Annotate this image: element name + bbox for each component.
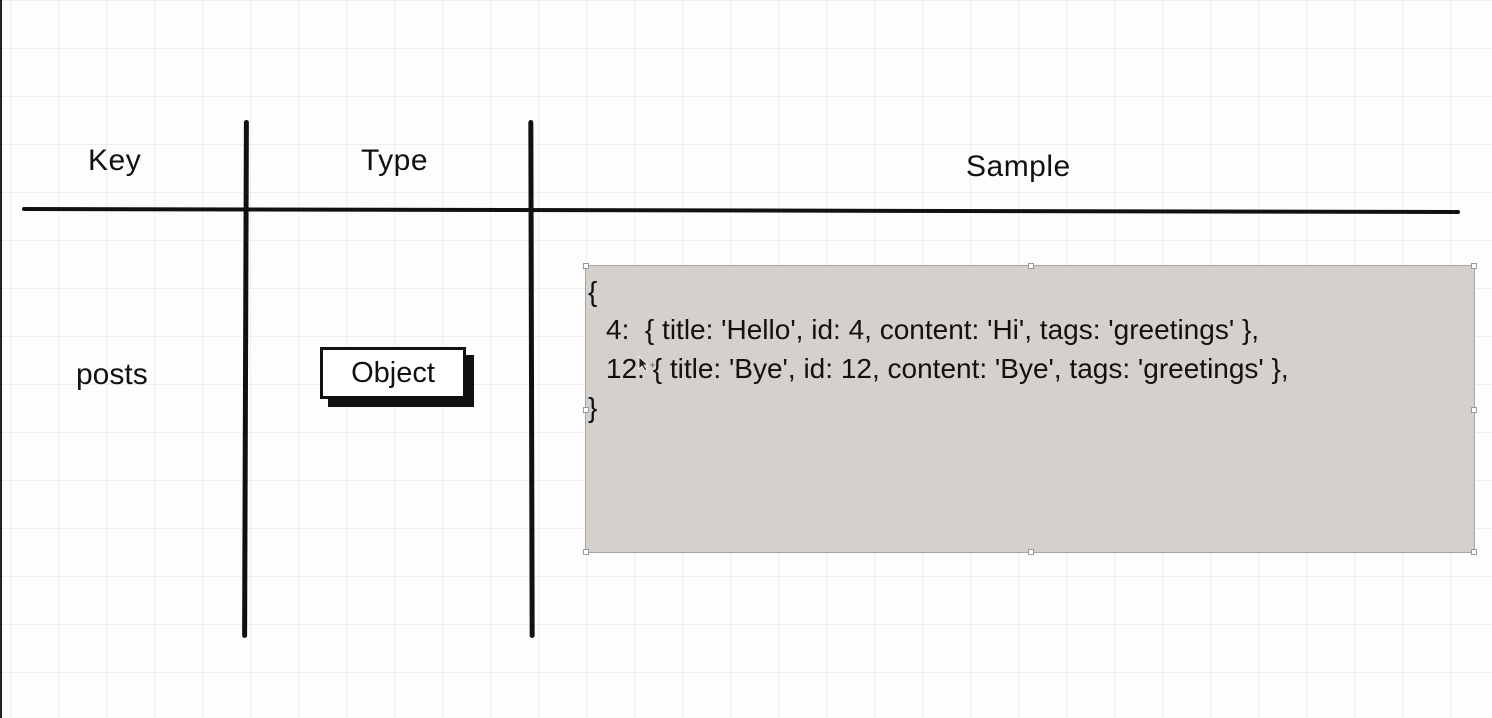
resize-handle-top-right[interactable] [1471, 263, 1477, 269]
header-divider-line[interactable] [21, 207, 1461, 215]
sample-line: 12: { title: 'Bye', id: 12, content: 'By… [606, 353, 1289, 384]
header-key: Key [88, 144, 142, 177]
resize-handle-bottom-right[interactable] [1471, 549, 1477, 555]
resize-handle-top-left[interactable] [583, 263, 589, 269]
type-object-button[interactable]: Object [320, 347, 466, 399]
header-type: Type [361, 144, 429, 177]
column-divider-type-sample[interactable] [528, 119, 535, 639]
sample-text-box[interactable]: { 4: { title: 'Hello', id: 4, content: '… [583, 263, 1477, 555]
resize-handle-top[interactable] [1028, 263, 1034, 269]
column-divider-key-type[interactable] [242, 119, 249, 639]
resize-handle-bottom-left[interactable] [583, 549, 589, 555]
resize-handle-bottom[interactable] [1028, 549, 1034, 555]
sample-line: 4: { title: 'Hello', id: 4, content: 'Hi… [606, 314, 1260, 345]
canvas-left-border [0, 0, 2, 718]
row-key-posts: posts [76, 358, 148, 391]
sample-line: } [588, 392, 598, 423]
header-sample: Sample [966, 150, 1071, 183]
resize-handle-left[interactable] [583, 407, 589, 413]
sample-line: { [588, 276, 598, 307]
resize-handle-right[interactable] [1471, 407, 1477, 413]
